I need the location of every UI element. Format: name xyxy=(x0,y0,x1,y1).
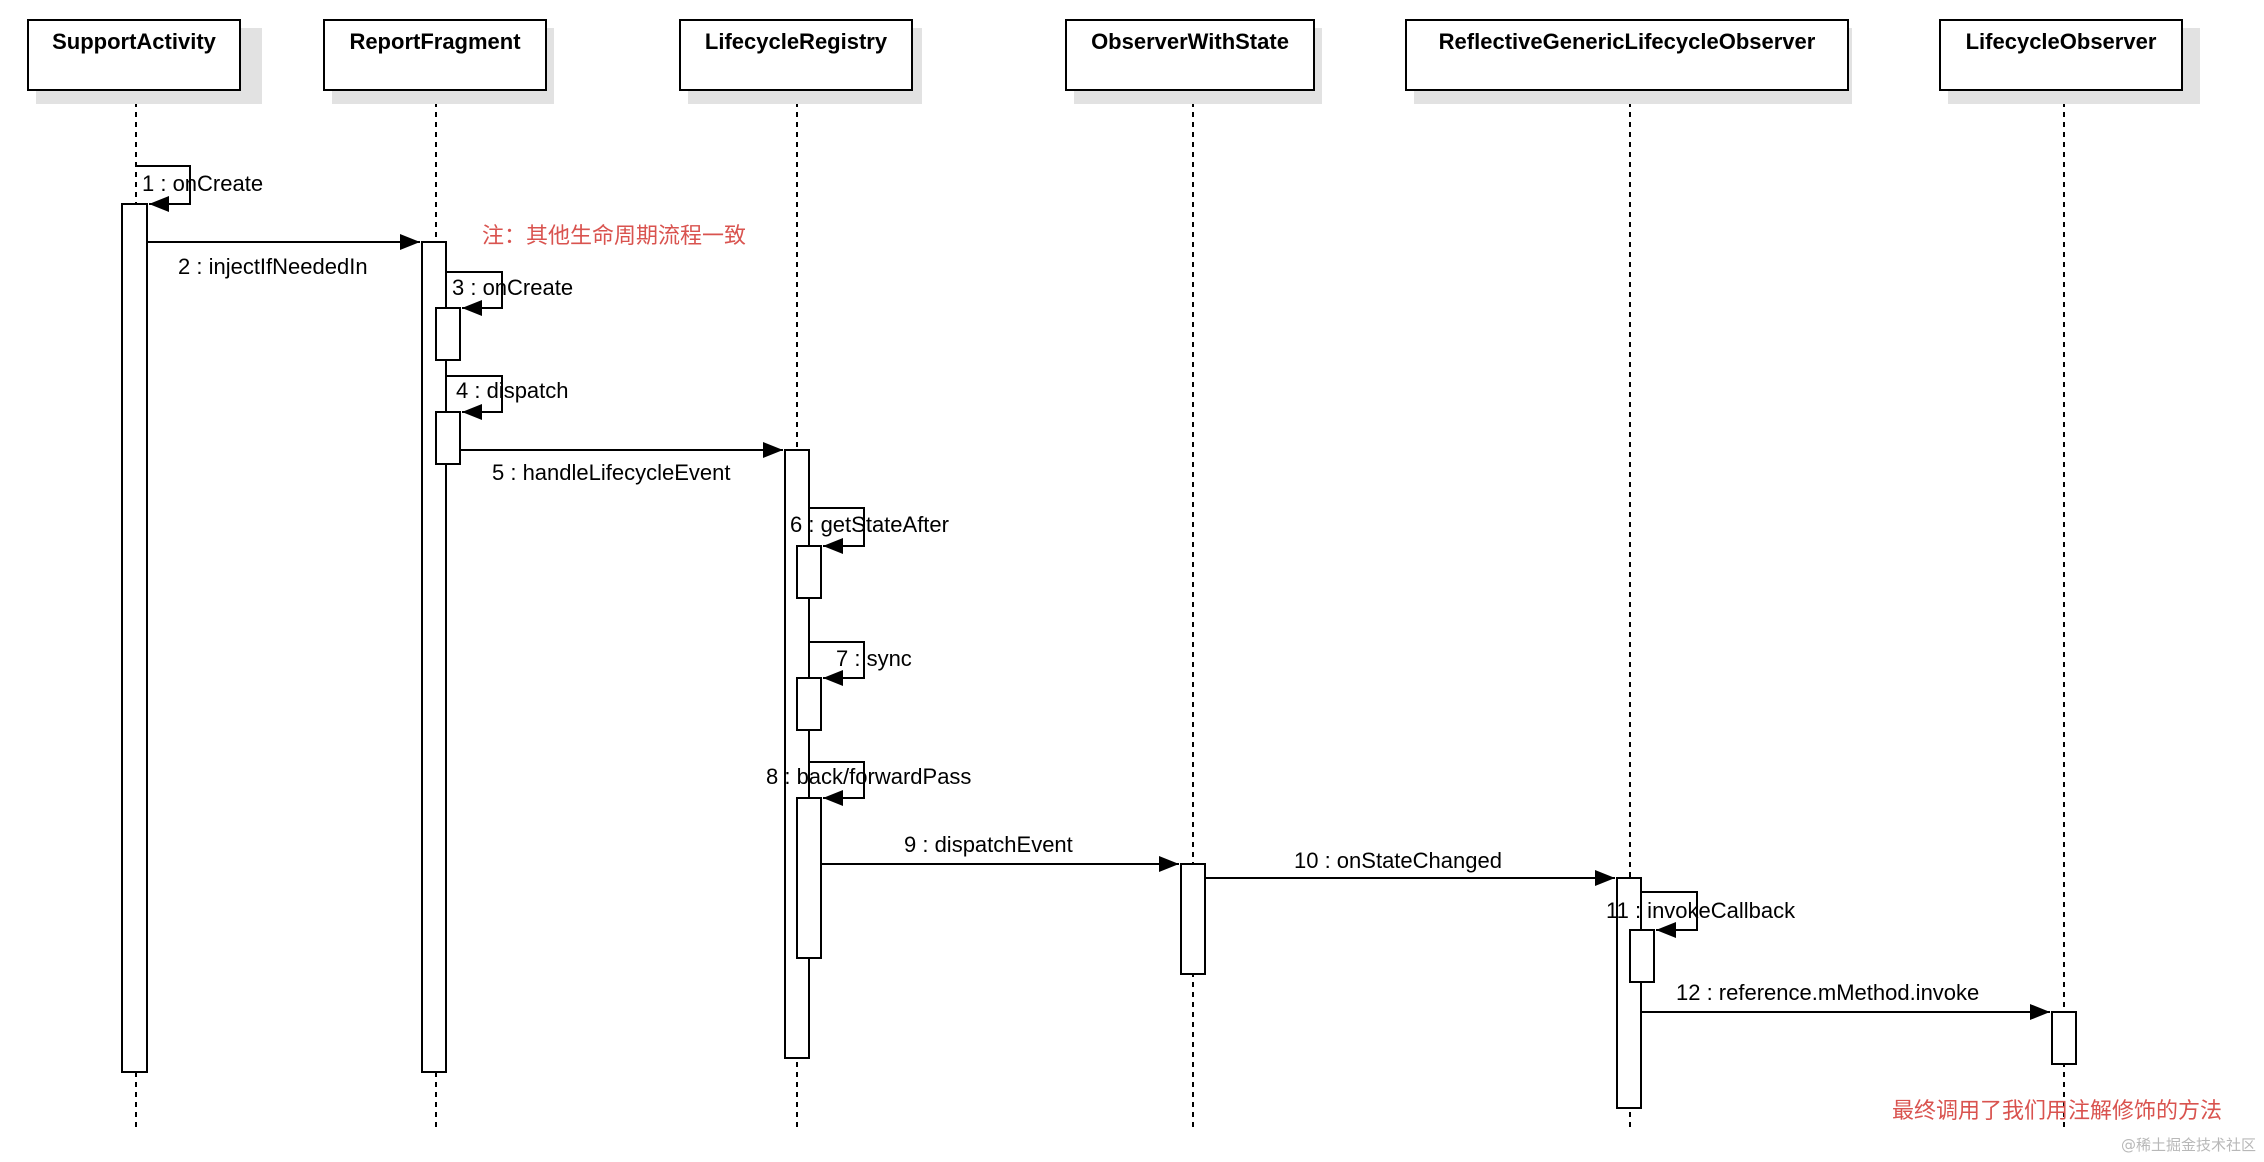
message-label-6: 6 : getStateAfter xyxy=(790,512,949,537)
activation-report-fragment-oncreate xyxy=(435,307,461,361)
participant-support-activity: SupportActivity xyxy=(27,19,262,104)
message-label-8: 8 : back/forwardPass xyxy=(766,764,971,789)
message-label-3: 3 : onCreate xyxy=(452,275,573,300)
message-label-4: 4 : dispatch xyxy=(456,378,569,403)
participant-lifecycle-registry: LifecycleRegistry xyxy=(679,19,922,104)
participant-observer-with-state: ObserverWithState xyxy=(1065,19,1322,104)
message-label-1: 1 : onCreate xyxy=(142,171,263,196)
activation-lifecycle-registry xyxy=(784,449,810,1059)
message-labels: 1 : onCreate 2 : injectIfNeededIn 3 : on… xyxy=(142,171,1979,1005)
message-arrow-11 xyxy=(1641,891,1698,938)
participant-headers: SupportActivity ReportFragment Lifecycle… xyxy=(27,19,2200,104)
message-arrow-3 xyxy=(446,271,503,316)
message-label-10: 10 : onStateChanged xyxy=(1294,848,1502,873)
participant-name: LifecycleRegistry xyxy=(705,29,888,54)
activation-lifecycle-registry-getstateafter xyxy=(796,545,822,599)
activation-support-activity xyxy=(121,203,148,1073)
activation-observer-with-state xyxy=(1180,863,1206,975)
activation-lifecycle-registry-sync xyxy=(796,677,822,731)
message-label-9: 9 : dispatchEvent xyxy=(904,832,1073,857)
activations xyxy=(121,203,2077,1109)
activation-report-fragment-dispatch xyxy=(435,411,461,465)
message-label-12: 12 : reference.mMethod.invoke xyxy=(1676,980,1979,1005)
note-top: 注：其他生命周期流程一致 xyxy=(482,224,746,249)
message-label-2: 2 : injectIfNeededIn xyxy=(178,254,368,279)
message-label-7: 7 : sync xyxy=(836,646,912,671)
message-arrow-1 xyxy=(136,165,191,212)
participant-name: ReflectiveGenericLifecycleObserver xyxy=(1439,29,1816,54)
watermark: @稀土掘金技术社区 xyxy=(2121,1136,2256,1154)
activation-lifecycle-registry-forwardpass xyxy=(796,797,822,959)
activation-reflective-observer-invokecallback xyxy=(1629,929,1655,983)
participant-name: SupportActivity xyxy=(52,29,217,54)
activation-report-fragment xyxy=(421,241,447,1073)
participant-name: LifecycleObserver xyxy=(1966,29,2157,54)
message-arrow-8 xyxy=(809,761,865,806)
participant-name: ObserverWithState xyxy=(1091,29,1289,54)
message-arrow-6 xyxy=(809,507,865,554)
participant-name: ReportFragment xyxy=(349,29,521,54)
activation-reflective-observer xyxy=(1616,877,1642,1109)
message-arrow-7 xyxy=(809,641,865,686)
activation-lifecycle-observer xyxy=(2051,1011,2077,1065)
message-arrow-4 xyxy=(446,375,503,420)
participant-report-fragment: ReportFragment xyxy=(323,19,554,104)
note-bottom: 最终调用了我们用注解修饰的方法 xyxy=(1892,1099,2222,1124)
messages xyxy=(136,165,2050,1020)
message-label-11: 11 : invokeCallback xyxy=(1606,898,1796,923)
message-label-5: 5 : handleLifecycleEvent xyxy=(492,460,731,485)
participant-reflective-observer: ReflectiveGenericLifecycleObserver xyxy=(1405,19,1852,104)
participant-lifecycle-observer: LifecycleObserver xyxy=(1939,19,2200,104)
